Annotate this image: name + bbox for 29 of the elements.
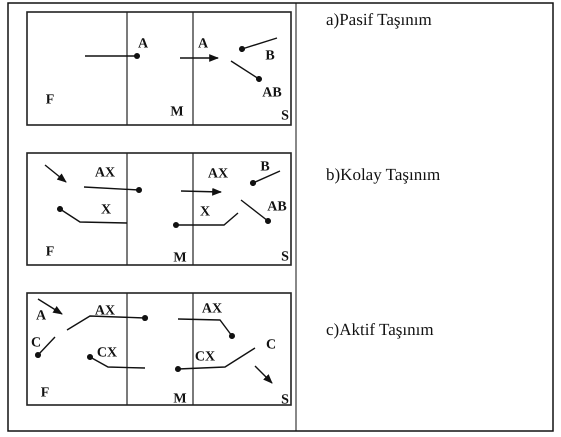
region-label: F: [40, 386, 50, 400]
molecule-label: AX: [94, 166, 116, 180]
molecule-label: B: [260, 160, 270, 174]
molecule-label: AX: [202, 302, 222, 316]
region-label: S: [281, 250, 289, 264]
region-label: S: [281, 108, 289, 124]
molecule-label: CX: [194, 350, 216, 364]
region-label: F: [46, 92, 54, 108]
molecule-label: AX: [94, 304, 116, 318]
region-label: S: [281, 392, 289, 408]
region-label: M: [173, 392, 187, 406]
molecule-label: A: [198, 36, 208, 52]
region-label: F: [46, 244, 54, 260]
molecule-label: AB: [262, 86, 282, 100]
panel-caption: a)Pasif Taşınım: [326, 10, 432, 29]
molecule-label: CX: [96, 346, 118, 360]
molecule-label: X: [100, 202, 112, 218]
molecule-label: X: [200, 204, 210, 220]
region-label: M: [173, 250, 187, 266]
molecule-label: A: [138, 36, 148, 52]
molecule-label: C: [266, 338, 276, 352]
panel-caption: b)Kolay Taşınım: [326, 165, 440, 184]
molecule-label: C: [30, 336, 42, 350]
molecule-label: AB: [267, 200, 287, 214]
panel-caption: c)Aktif Taşınım: [326, 320, 434, 339]
molecule-label: A: [36, 308, 46, 324]
molecule-label: AX: [208, 166, 228, 182]
region-label: M: [170, 104, 184, 120]
molecule-label: B: [265, 48, 275, 64]
